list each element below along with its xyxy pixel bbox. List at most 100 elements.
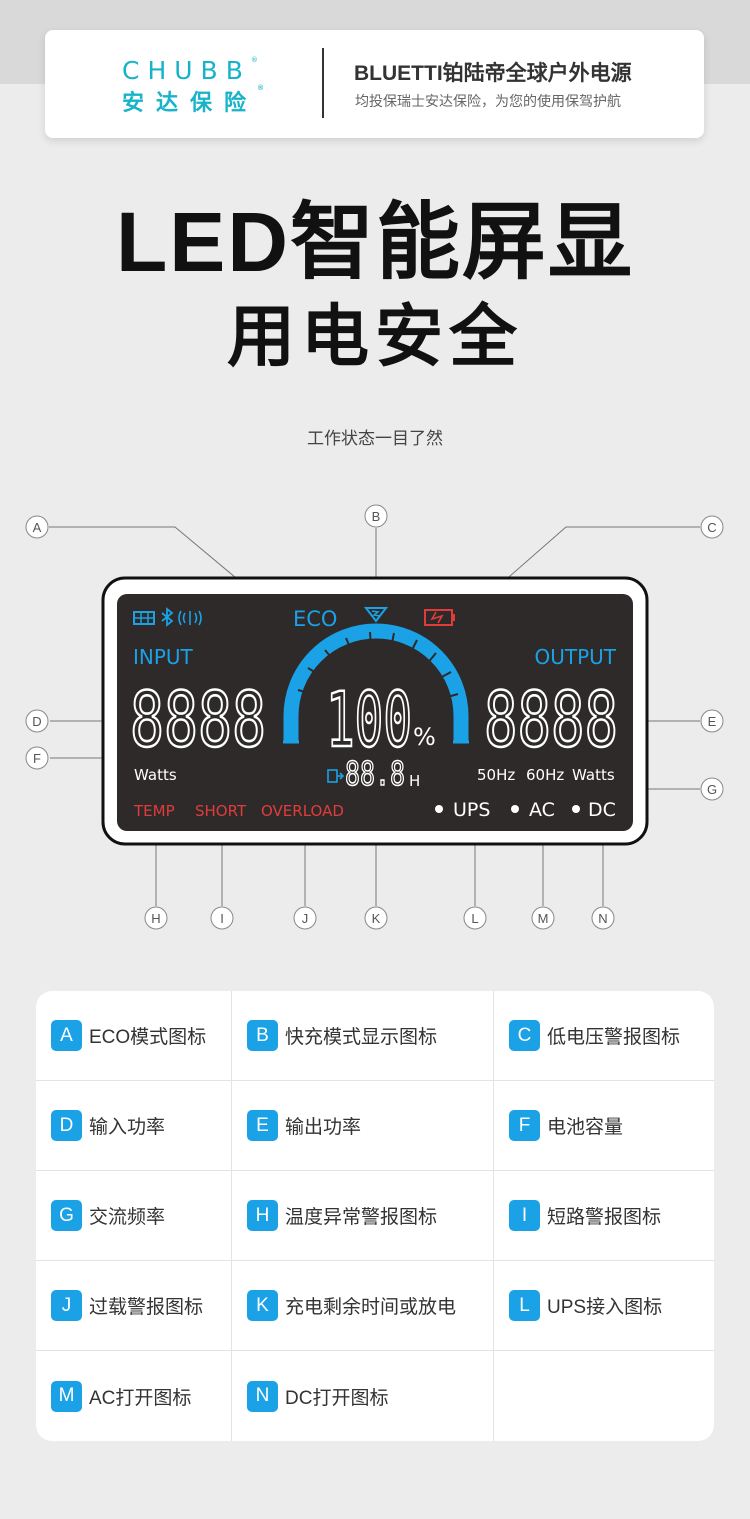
legend-item: N DC打开图标 bbox=[232, 1351, 494, 1441]
callout-j: J bbox=[293, 906, 317, 930]
output-unit-watts: Watts bbox=[572, 766, 615, 784]
percent-sign: % bbox=[413, 723, 436, 751]
battery-gauge bbox=[283, 623, 469, 744]
lcd-screen bbox=[117, 594, 633, 831]
legend-badge: L bbox=[509, 1290, 540, 1321]
callout-h: H bbox=[144, 906, 168, 930]
solar-icon bbox=[133, 611, 155, 625]
legend-label: 短路警报图标 bbox=[547, 1207, 662, 1228]
svg-text:N: N bbox=[598, 911, 607, 926]
legend-label: 输出功率 bbox=[285, 1117, 362, 1138]
legend-label: DC打开图标 bbox=[285, 1387, 389, 1409]
banner-subtitle: 均投保瑞士安达保险，为您的使用保驾护航 bbox=[355, 93, 621, 109]
chubb-logo-cn: 安达保险® bbox=[122, 85, 264, 115]
callout-a: A bbox=[25, 515, 49, 539]
svg-text:C: C bbox=[707, 520, 716, 535]
legend-item: M AC打开图标 bbox=[36, 1351, 232, 1441]
legend-badge: M bbox=[51, 1380, 82, 1412]
output-label: OUTPUT bbox=[534, 645, 616, 669]
dc-indicator-dot bbox=[572, 805, 580, 813]
fast-charge-icon bbox=[363, 607, 389, 623]
legend-item: G 交流频率 bbox=[36, 1171, 232, 1261]
callout-b: B bbox=[364, 504, 388, 528]
legend-label: 低电压警报图标 bbox=[547, 1027, 681, 1048]
callout-i: I bbox=[210, 906, 234, 930]
svg-text:K: K bbox=[372, 911, 381, 926]
insurance-banner: CHUBB® 安达保险® BLUETTI铂陆帝全球户外电源 均投保瑞士安达保险，… bbox=[45, 30, 704, 138]
short-alert-label: SHORT bbox=[195, 802, 247, 820]
svg-text:D: D bbox=[32, 714, 41, 729]
legend-label: 快充模式显示图标 bbox=[285, 1027, 438, 1048]
dc-label: DC bbox=[588, 799, 616, 821]
callout-n: N bbox=[591, 906, 615, 930]
callout-e: E bbox=[700, 709, 724, 733]
chubb-logo-en: CHUBB® bbox=[122, 56, 258, 85]
ac-indicator-dot bbox=[511, 805, 519, 813]
output-power-digits: 8888 bbox=[484, 675, 618, 764]
legend-label: 温度异常警报图标 bbox=[285, 1207, 438, 1228]
legend-badge: C bbox=[509, 1020, 540, 1051]
legend-item: B 快充模式显示图标 bbox=[232, 991, 494, 1081]
low-battery-icon bbox=[424, 609, 455, 626]
ups-label: UPS bbox=[453, 799, 490, 821]
tagline: 工作状态一目了然 bbox=[307, 429, 443, 448]
legend-badge: B bbox=[247, 1020, 278, 1051]
legend-label: 交流频率 bbox=[89, 1207, 166, 1228]
legend-label: 电池容量 bbox=[547, 1117, 624, 1138]
legend-item: F 电池容量 bbox=[494, 1081, 714, 1171]
battery-percent-value: 100 bbox=[326, 675, 412, 764]
ups-indicator-dot bbox=[435, 805, 443, 813]
svg-text:A: A bbox=[33, 520, 42, 535]
legend-badge: I bbox=[509, 1200, 540, 1231]
svg-text:G: G bbox=[707, 782, 717, 797]
input-unit-watts: Watts bbox=[134, 766, 177, 784]
svg-text:J: J bbox=[302, 911, 309, 926]
callout-l: L bbox=[463, 906, 487, 930]
svg-text:E: E bbox=[708, 714, 717, 729]
legend-empty-cell bbox=[494, 1351, 714, 1441]
legend-badge: N bbox=[247, 1380, 278, 1412]
overload-alert-label: OVERLOAD bbox=[261, 802, 344, 820]
legend-badge: G bbox=[51, 1200, 82, 1231]
legend-badge: A bbox=[51, 1020, 82, 1051]
svg-text:L: L bbox=[471, 911, 478, 926]
hour-unit: H bbox=[409, 772, 420, 790]
callout-f: F bbox=[25, 746, 49, 770]
callout-c: C bbox=[700, 515, 724, 539]
headline-line1: LED智能屏显 bbox=[115, 195, 634, 289]
banner-divider bbox=[322, 48, 324, 118]
svg-text:B: B bbox=[372, 509, 381, 524]
legend-item: H 温度异常警报图标 bbox=[232, 1171, 494, 1261]
legend-item: L UPS接入图标 bbox=[494, 1261, 714, 1351]
bluetooth-icon bbox=[161, 607, 174, 627]
ac-label: AC bbox=[529, 799, 555, 821]
legend-badge: H bbox=[247, 1200, 278, 1231]
legend-label: UPS接入图标 bbox=[547, 1297, 663, 1318]
callout-markers: A B C D E F G H I J K L M N bbox=[25, 504, 724, 930]
callout-d: D bbox=[25, 709, 49, 733]
svg-text:H: H bbox=[151, 911, 160, 926]
legend-label: 输入功率 bbox=[89, 1117, 166, 1138]
legend-label: AC打开图标 bbox=[89, 1387, 192, 1409]
legend-label: 过载警报图标 bbox=[89, 1297, 204, 1318]
callout-m: M bbox=[531, 906, 555, 930]
wireless-signal-icon bbox=[178, 610, 202, 626]
legend-badge: E bbox=[247, 1110, 278, 1141]
legend-label: 充电剩余时间或放电 bbox=[285, 1297, 457, 1318]
legend-item: J 过载警报图标 bbox=[36, 1261, 232, 1351]
freq-60hz: 60Hz bbox=[526, 766, 564, 784]
remaining-time-value: 88.8 bbox=[345, 754, 405, 793]
legend-badge: F bbox=[509, 1110, 540, 1141]
freq-50hz: 50Hz bbox=[477, 766, 515, 784]
legend-badge: J bbox=[51, 1290, 82, 1321]
temp-alert-label: TEMP bbox=[133, 802, 175, 820]
eco-label: ECO bbox=[293, 607, 337, 631]
callout-k: K bbox=[364, 906, 388, 930]
legend-item: C 低电压警报图标 bbox=[494, 991, 714, 1081]
legend-badge: K bbox=[247, 1290, 278, 1321]
legend-item: K 充电剩余时间或放电 bbox=[232, 1261, 494, 1351]
charge-plug-icon bbox=[327, 769, 345, 783]
